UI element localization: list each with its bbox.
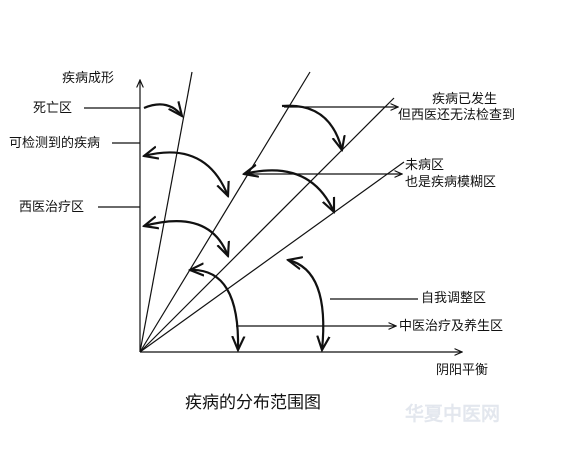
western-treatment-label: 西医治疗区 <box>19 200 84 215</box>
boundary-line-detection <box>139 71 311 353</box>
diagram-title: 疾病的分布范围图 <box>185 393 321 413</box>
boundary-line-death <box>139 71 193 353</box>
death-zone-arrow <box>143 104 182 116</box>
tcm-wellness-label: 中医治疗及养生区 <box>399 318 503 334</box>
self-adjust-label: 自我调整区 <box>421 291 486 306</box>
boundary-line-occurred <box>139 97 395 353</box>
x-axis-label: 阴阳平衡 <box>436 363 488 378</box>
detectable-disease-arrow <box>144 152 228 196</box>
death-zone-label: 死亡区 <box>33 101 72 116</box>
tcm-arrow-inner <box>190 270 238 350</box>
occurred-arrow <box>281 104 342 150</box>
boundary-line-prediseased <box>139 161 405 353</box>
western-treatment-arrow <box>144 221 228 256</box>
prediseased-arrow <box>244 170 334 212</box>
detectable-disease-label: 可检测到的疾病 <box>9 135 100 151</box>
occurred-label-line2: 但西医还无法检查到 <box>398 108 515 123</box>
self-adjust-arrow <box>288 260 323 350</box>
y-axis-label: 疾病成形 <box>62 71 114 86</box>
watermark-logo: 华夏中医网 <box>405 402 500 425</box>
prediseased-label-line1: 未病区 <box>405 158 444 173</box>
occurred-label-line1: 疾病已发生 <box>432 91 497 107</box>
prediseased-label-line2: 也是疾病模糊区 <box>405 174 496 190</box>
